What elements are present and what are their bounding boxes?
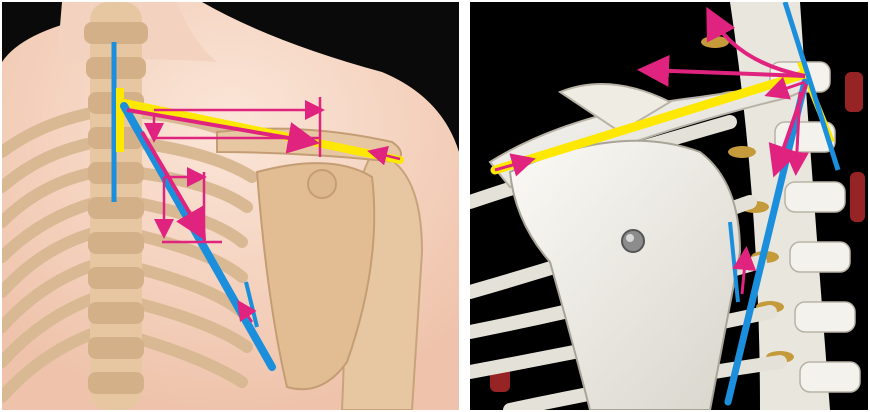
right-skeleton-panel [470, 2, 868, 410]
model-bolt [622, 230, 644, 252]
left-anatomy-illustration [2, 2, 459, 410]
left-anatomy-panel [2, 2, 459, 410]
right-skeleton-illustration [470, 2, 868, 410]
